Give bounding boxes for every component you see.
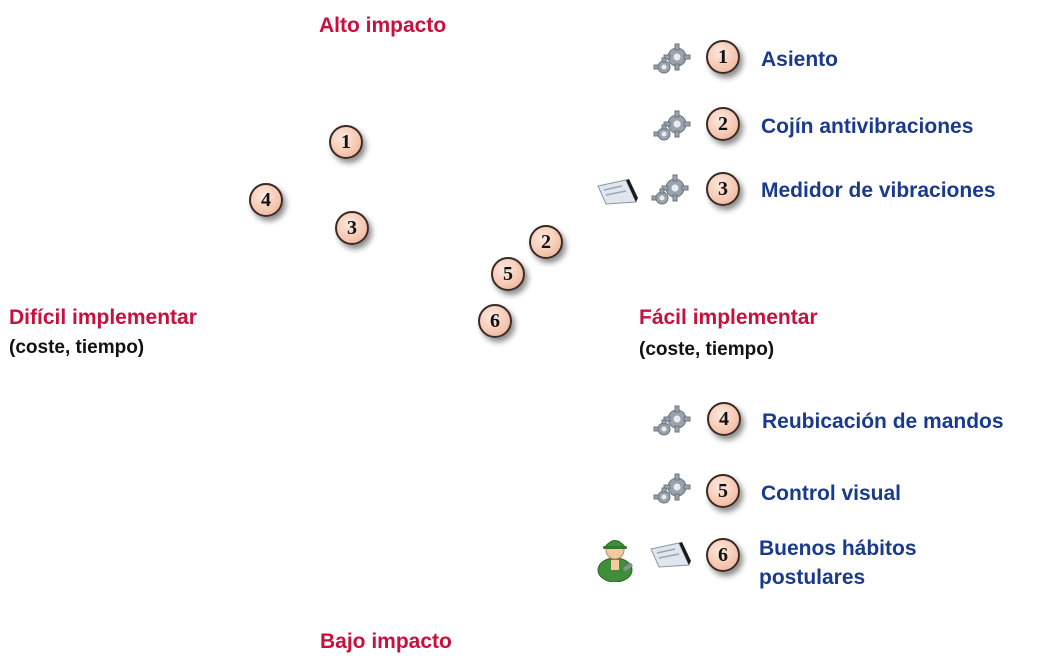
sign-icon [597,179,638,205]
legend-badge-5: 5 [706,474,740,508]
point-2: 2 [529,225,563,259]
legend-badge-6: 6 [706,538,740,572]
legend-label-1: Asiento [761,48,839,71]
axis-right-sublabel: (coste, tiempo) [639,339,775,360]
legend-label-5: Control visual [761,482,902,505]
gears-icon [653,110,691,141]
point-5: 5 [491,257,525,291]
legend-badge-4: 4 [707,402,741,436]
legend-label-6-line1: Buenos hábitos [759,537,917,560]
axis-right-label: Fácil implementar [639,306,818,329]
point-4: 4 [249,183,283,217]
point-1: 1 [329,125,363,159]
point-3: 3 [335,211,369,245]
legend-badge-1: 1 [706,40,740,74]
axis-top-label: Alto impacto [319,14,447,37]
gears-icon [653,405,691,436]
gears-icon [651,174,689,205]
point-6: 6 [478,304,512,338]
worker-icon [597,540,633,582]
sign-icon [650,542,691,568]
legend-label-4: Reubicación de mandos [762,410,1004,433]
legend-label-2: Cojín antivibraciones [761,115,974,138]
axis-left-sublabel: (coste, tiempo) [9,337,145,358]
axis-left-label: Difícil implementar [9,306,197,329]
legend-badge-2: 2 [706,107,740,141]
axis-bottom-label: Bajo impacto [320,630,452,653]
legend-badge-3: 3 [706,172,740,206]
gears-icon [653,43,691,74]
gears-icon [653,473,691,504]
legend-label-3: Medidor de vibraciones [761,179,996,202]
legend-label-6-line2: postulares [759,566,866,589]
